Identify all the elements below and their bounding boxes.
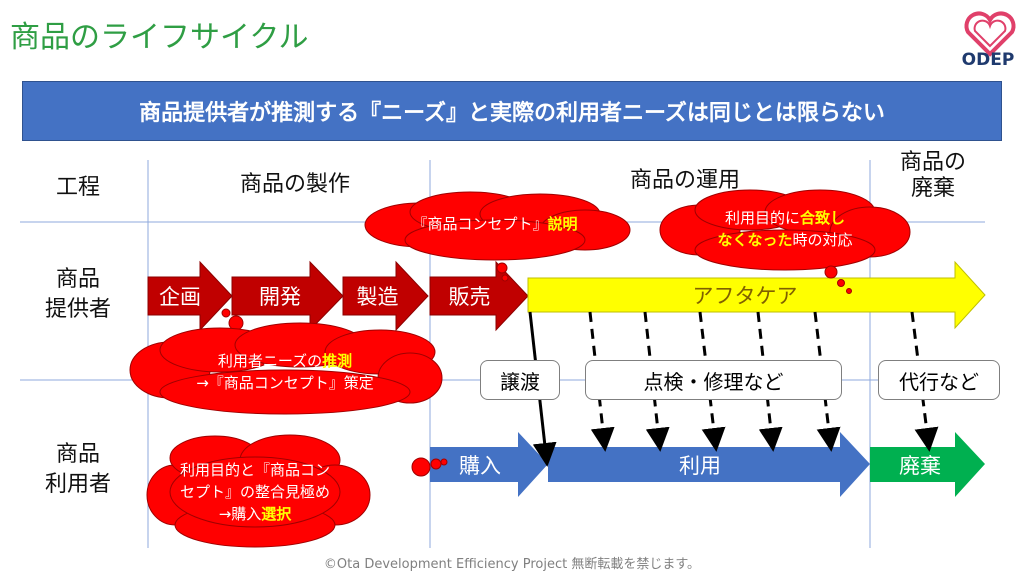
transfer-box: 譲渡 [480,360,560,400]
arrow-aftercare [527,260,986,330]
use-label: 利用 [679,453,721,478]
heart-logo-icon [964,11,1016,57]
aftercare-label: アフタケア [692,284,798,308]
step-planning: 企画 [159,285,201,309]
cloud-concept-explain [364,191,631,261]
cloud-text-concept-explain: 『商品コンセプト』説明 [412,215,578,234]
header-process: 工程 [55,175,100,200]
inspection-box: 点検・修理など [585,360,842,400]
arrow-manufacturing [342,260,429,332]
cloud-text-guess: 利用者ニーズの推測→『商品コンセプト』策定 [196,352,374,392]
disposal-label: 廃棄 [899,453,941,478]
header-production: 商品の製作 [239,172,350,197]
step-manufacturing: 製造 [356,285,399,309]
header-disposal: 商品の廃棄 [899,150,966,202]
slide-title: 商品のライフサイクル [10,20,309,55]
row-user: 商品利用者 [44,442,111,497]
arrow-planning [147,260,233,332]
copyright-footer: ©Ota Development Efficiency Project 無断転載… [323,557,701,572]
provider-arrows [147,260,529,332]
row-provider: 商品提供者 [44,267,111,322]
purchase-label: 購入 [459,453,501,478]
step-sales: 販売 [448,285,491,309]
arrow-development [231,260,344,332]
cloud-text-mismatch: 利用目的に合致しなくなった時の対応 [717,209,853,249]
service-arrows [588,311,939,452]
cloud-guess [129,322,443,415]
banner: 商品提供者が推測する『ニーズ』と実際の利用者ニーズは同じとは限らない [22,81,1002,141]
arrow-disposal [870,432,985,497]
cloud-text-choose: 利用目的と『商品コンセプト』の整合見極め→購入選択 [179,461,330,523]
cloud-shapes [129,189,911,548]
arrow-use [548,432,870,497]
proxy-box: 代行など [878,360,1000,400]
arrow-purchase [430,432,548,497]
cloud-mismatch [659,189,911,271]
step-development: 開発 [259,285,301,309]
header-operation: 商品の運用 [629,168,740,193]
cloud-choose [146,434,371,548]
logo-text: ODEP [961,50,1015,70]
